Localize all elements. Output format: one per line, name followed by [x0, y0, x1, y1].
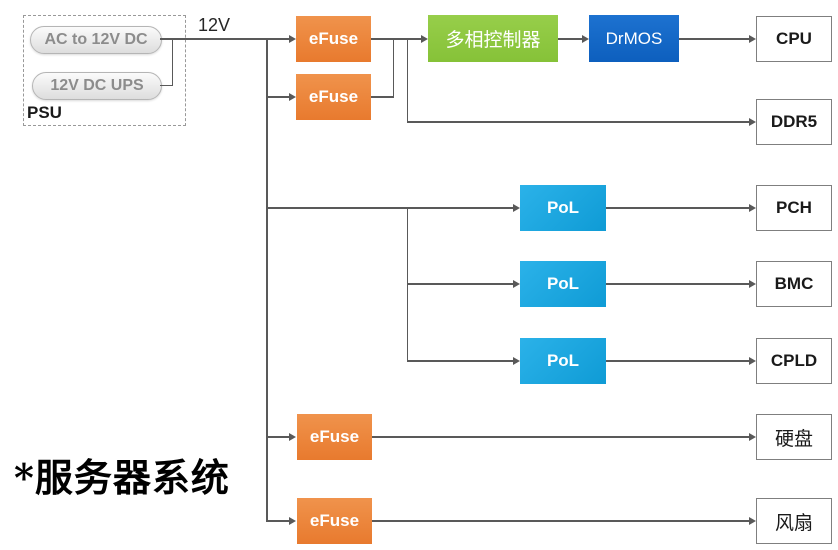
pol-box-2: PoL — [520, 261, 606, 307]
cpu-label: CPU — [776, 29, 812, 48]
arrow-head — [749, 118, 756, 126]
arrow-head — [421, 35, 428, 43]
arrow-head — [513, 280, 520, 288]
connector-line — [606, 207, 749, 209]
connector-line — [392, 38, 394, 98]
bmc-label: BMC — [774, 274, 814, 293]
efuse-label: eFuse — [308, 29, 359, 48]
multiphase-controller-label: 多相控制器 — [445, 29, 541, 51]
drmos-label: DrMOS — [605, 28, 663, 48]
disk-label: 硬盘 — [774, 427, 813, 450]
psu-group-box — [23, 15, 186, 126]
load-box-ddr5: DDR5 — [756, 99, 832, 145]
load-box-cpu: CPU — [756, 16, 832, 62]
efuse-box-1: eFuse — [296, 16, 371, 62]
arrow-head — [749, 517, 756, 525]
connector-line — [267, 436, 289, 438]
connector-line — [372, 436, 749, 438]
bus-12v-label: 12V — [198, 15, 231, 35]
ddr5-label: DDR5 — [770, 112, 818, 131]
load-box-cpld: CPLD — [756, 338, 832, 384]
bus-trunk-line — [266, 38, 268, 522]
multiphase-controller-box: 多相控制器 — [428, 15, 558, 62]
efuse-label: eFuse — [309, 511, 360, 530]
connector-line — [371, 38, 421, 40]
arrow-head — [749, 35, 756, 43]
connector-line — [558, 38, 582, 40]
cpld-label: CPLD — [770, 351, 818, 370]
connector-line — [160, 38, 289, 40]
arrow-head — [513, 204, 520, 212]
ac-to-dc-source: AC to 12V DC — [30, 26, 162, 54]
connector-line — [407, 283, 513, 285]
connector-line — [406, 38, 408, 123]
pol-label: PoL — [546, 274, 580, 293]
ups-source: 12V DC UPS — [32, 72, 162, 100]
arrow-head — [289, 35, 296, 43]
arrow-head — [289, 517, 296, 525]
connector-line — [606, 283, 749, 285]
arrow-head — [513, 357, 520, 365]
arrow-head — [289, 93, 296, 101]
ac-to-dc-label: AC to 12V DC — [44, 31, 148, 48]
pol-box-1: PoL — [520, 185, 606, 231]
connector-line — [267, 207, 513, 209]
connector-line — [371, 96, 393, 98]
ups-label: 12V DC UPS — [50, 77, 144, 94]
load-box-pch: PCH — [756, 185, 832, 231]
pol-label: PoL — [546, 351, 580, 370]
pch-label: PCH — [776, 198, 812, 217]
arrow-head — [749, 433, 756, 441]
arrow-head — [749, 280, 756, 288]
connector-line — [160, 84, 173, 86]
diagram-caption: *服务器系统 — [14, 455, 230, 500]
efuse-box-3: eFuse — [297, 414, 372, 460]
connector-line — [171, 38, 173, 86]
connector-line — [606, 360, 749, 362]
pol-box-3: PoL — [520, 338, 606, 384]
arrow-head — [582, 35, 589, 43]
efuse-label: eFuse — [308, 87, 359, 106]
connector-line — [407, 121, 749, 123]
arrow-head — [749, 204, 756, 212]
connector-line — [267, 96, 289, 98]
efuse-box-2: eFuse — [296, 74, 371, 120]
connector-line — [267, 520, 289, 522]
efuse-label: eFuse — [309, 427, 360, 446]
load-box-disk: 硬盘 — [756, 414, 832, 460]
connector-line — [372, 520, 749, 522]
pol-label: PoL — [546, 198, 580, 217]
arrow-head — [289, 433, 296, 441]
psu-label: PSU — [27, 103, 62, 122]
fan-label: 风扇 — [774, 511, 813, 534]
arrow-head — [749, 357, 756, 365]
load-box-fan: 风扇 — [756, 498, 832, 544]
connector-line — [679, 38, 749, 40]
connector-line — [407, 360, 513, 362]
efuse-box-4: eFuse — [297, 498, 372, 544]
load-box-bmc: BMC — [756, 261, 832, 307]
drmos-box: DrMOS — [589, 15, 679, 62]
